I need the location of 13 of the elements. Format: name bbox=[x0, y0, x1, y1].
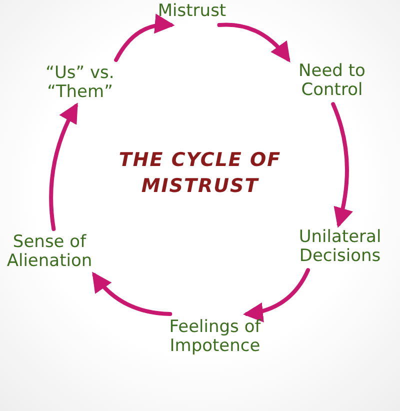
curved-arrow bbox=[217, 22, 290, 62]
curved-arrow bbox=[243, 268, 310, 322]
cycle-step-text: Need to Control bbox=[292, 62, 372, 100]
curved-arrow bbox=[49, 102, 78, 231]
cycle-step-text: Feelings of Impotence bbox=[160, 318, 270, 356]
diagram-title: THE CYCLE OF MISTRUST bbox=[118, 148, 282, 199]
cycle-step-text: Sense of Alienation bbox=[2, 233, 97, 272]
cycle-step-text: “Us” vs. “Them” bbox=[20, 64, 140, 102]
cycle-step-text: Unilateral Decisions bbox=[295, 228, 385, 266]
curved-arrow bbox=[114, 14, 175, 62]
curved-arrow bbox=[92, 272, 172, 316]
cycle-step-text: Mistrust bbox=[142, 2, 242, 22]
curved-arrow bbox=[331, 102, 353, 228]
